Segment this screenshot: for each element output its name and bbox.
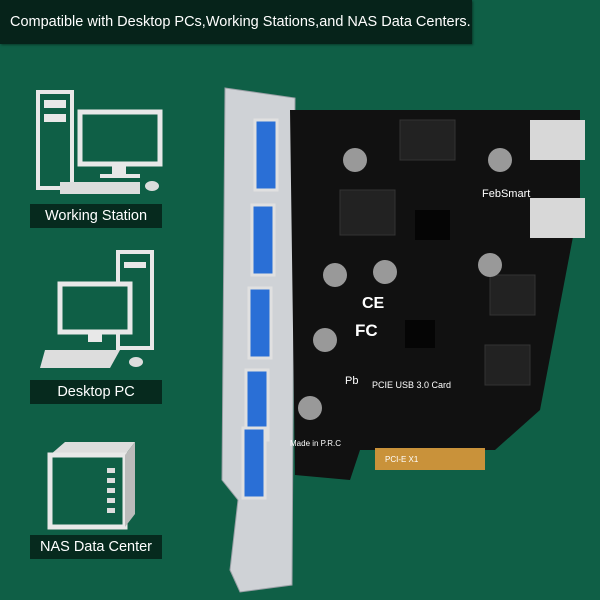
bracket-usb-ports: [241, 118, 279, 500]
pb-free-mark: Pb: [345, 375, 358, 387]
workstation-icon: [36, 90, 163, 194]
brand-text: FebSmart: [482, 188, 530, 200]
fc-mark: FC: [355, 321, 378, 340]
controller-chip: [405, 320, 435, 348]
device-label-nas-data-center: NAS Data Center: [30, 535, 162, 559]
compatibility-banner: Compatible with Desktop PCs,Working Stat…: [0, 0, 472, 44]
origin-text: Made in P.R.C: [290, 439, 341, 448]
controller-chip: [415, 210, 450, 240]
internal-usb-port: [530, 120, 585, 160]
pcie-usb-card-image: FebSmart CE FC Pb PCIE USB 3.0 Card Made…: [221, 87, 585, 593]
gold-fingers: [375, 448, 485, 470]
device-label-desktop-pc: Desktop PC: [30, 380, 162, 404]
interface-text: PCI-E X1: [385, 455, 419, 464]
nas-icon: [47, 442, 135, 530]
model-text: PCIE USB 3.0 Card: [372, 380, 451, 390]
device-label-working-station: Working Station: [30, 204, 162, 228]
ce-mark: CE: [362, 295, 385, 312]
desktop-pc-icon: [40, 250, 154, 368]
pcb-board: [290, 110, 580, 480]
internal-usb-port: [530, 198, 585, 238]
